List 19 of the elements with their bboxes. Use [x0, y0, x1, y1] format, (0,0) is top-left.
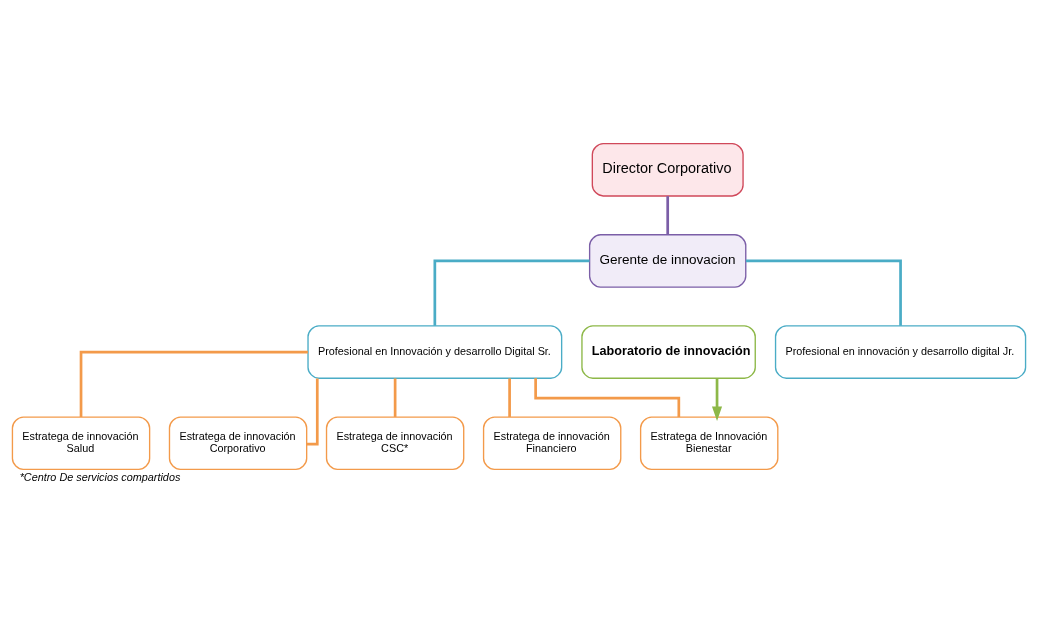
node-box: Estratega de innovación Financiero	[482, 415, 622, 470]
node-box: Estratega de Innovación Bienestar	[639, 415, 779, 470]
node-box: Laboratorio de innovación	[581, 324, 756, 379]
connector	[433, 259, 590, 326]
arrow	[711, 377, 723, 421]
node-box: Estratega de innovación Corporativo	[168, 415, 308, 470]
node-box: Gerente de innovacion	[588, 233, 747, 288]
node-box: Profesional en Innovación y desarrollo Digital Sr.	[307, 324, 563, 379]
caption: *Centro De servicios compartidos	[19, 470, 181, 483]
connector	[508, 377, 511, 417]
node-box: Profesional en innovación y desarrollo digital Jr.	[774, 324, 1027, 379]
connector	[666, 195, 670, 235]
connector	[79, 350, 308, 417]
node-box: Director Corporativo	[591, 142, 744, 197]
connector	[745, 259, 902, 326]
node-box: Estratega de innovación CSC*	[325, 415, 465, 470]
connector	[393, 377, 397, 417]
connector	[306, 378, 319, 445]
node-box: Estratega de innovación Salud	[11, 415, 151, 470]
